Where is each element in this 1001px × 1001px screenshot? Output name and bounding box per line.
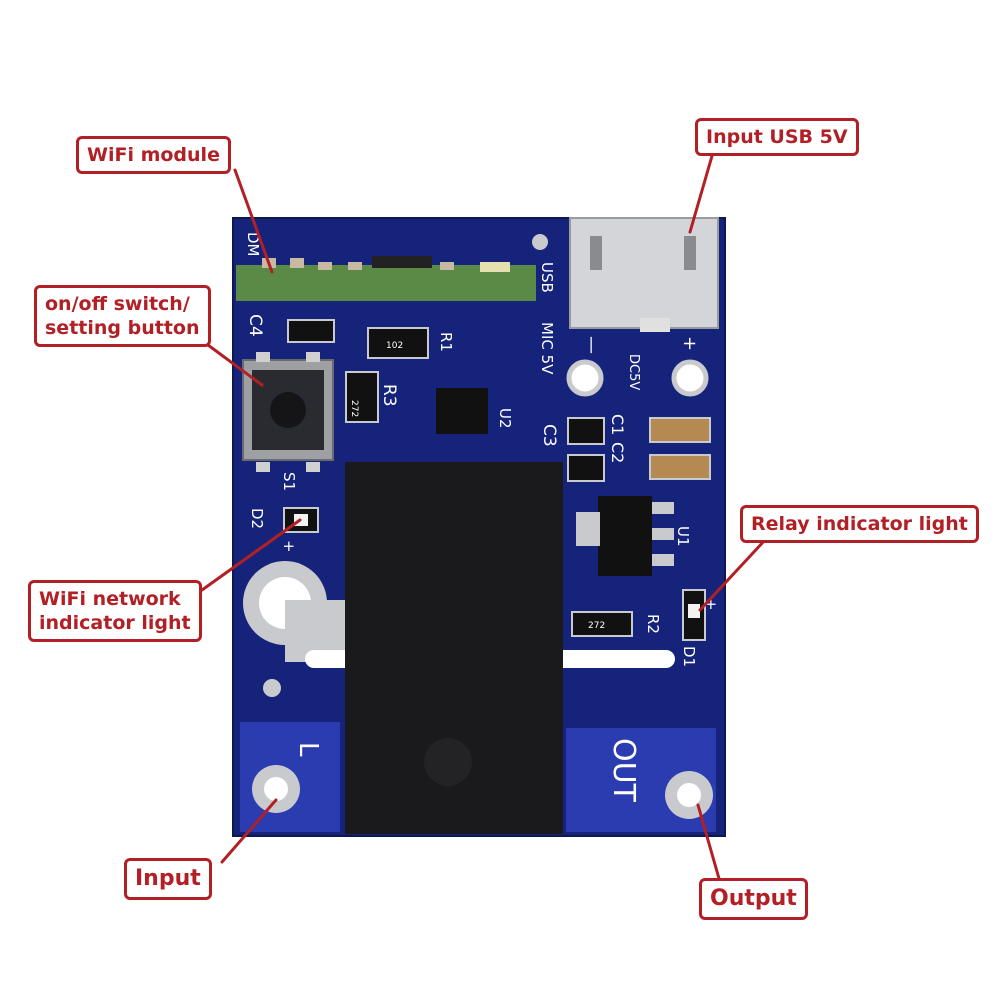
silk-out: OUT	[606, 738, 641, 803]
silk-c2: C2	[608, 442, 627, 463]
callout-switch-line1: on/off switch/	[45, 293, 190, 315]
callout-input-text: Input	[135, 866, 201, 891]
callout-output: Output	[699, 878, 808, 920]
silk-d2-plus: +	[280, 540, 298, 553]
silk-u2: U2	[496, 408, 514, 429]
callout-input-usb-text: Input USB 5V	[706, 126, 848, 148]
silk-usb: USB	[538, 262, 556, 293]
silk-r3: R3	[379, 384, 399, 407]
callout-switch: on/off switch/ setting button	[34, 285, 211, 347]
callout-input: Input	[124, 858, 212, 900]
callout-relay-light: Relay indicator light	[740, 505, 979, 543]
callout-relay-light-text: Relay indicator light	[751, 513, 968, 535]
callout-wifi-network: WiFi network indicator light	[28, 580, 202, 642]
leader-output	[696, 803, 722, 884]
silk-u1: U1	[674, 526, 692, 547]
leader-relay-light	[698, 538, 767, 612]
leader-switch	[206, 343, 264, 387]
silk-dc5v: DC5V	[626, 354, 641, 390]
callout-switch-line2: setting button	[45, 317, 200, 339]
leader-wifi-network	[200, 518, 302, 592]
silk-r2: R2	[644, 614, 662, 634]
silk-c1: C1	[608, 414, 627, 435]
usb-connector	[569, 217, 719, 329]
callout-wifi-module: WiFi module	[76, 136, 231, 174]
silk-c3: C3	[539, 424, 559, 447]
silk-l: L	[293, 742, 323, 757]
callout-output-text: Output	[710, 886, 797, 911]
callout-wifi-network-line2: indicator light	[39, 612, 191, 634]
silk-r1-code: 102	[386, 341, 403, 351]
silk-mic: MIC 5V	[538, 322, 556, 375]
silk-minus: —	[581, 336, 602, 354]
silk-c4: C4	[245, 314, 265, 337]
silk-d1: D1	[680, 646, 698, 667]
callout-wifi-module-text: WiFi module	[87, 144, 220, 166]
leader-usb	[688, 154, 714, 234]
leader-wifi-module	[233, 168, 274, 274]
silk-plus: +	[679, 336, 700, 351]
silk-s1: S1	[280, 472, 298, 491]
callout-wifi-network-line1: WiFi network	[39, 588, 181, 610]
callout-input-usb: Input USB 5V	[695, 118, 859, 156]
silk-r1: R1	[437, 332, 455, 352]
silk-r3-code: 272	[349, 400, 359, 417]
leader-input	[220, 798, 278, 864]
silk-d2: D2	[248, 508, 266, 529]
silk-r2-code: 272	[588, 621, 605, 631]
silk-dm: DM	[244, 232, 262, 257]
